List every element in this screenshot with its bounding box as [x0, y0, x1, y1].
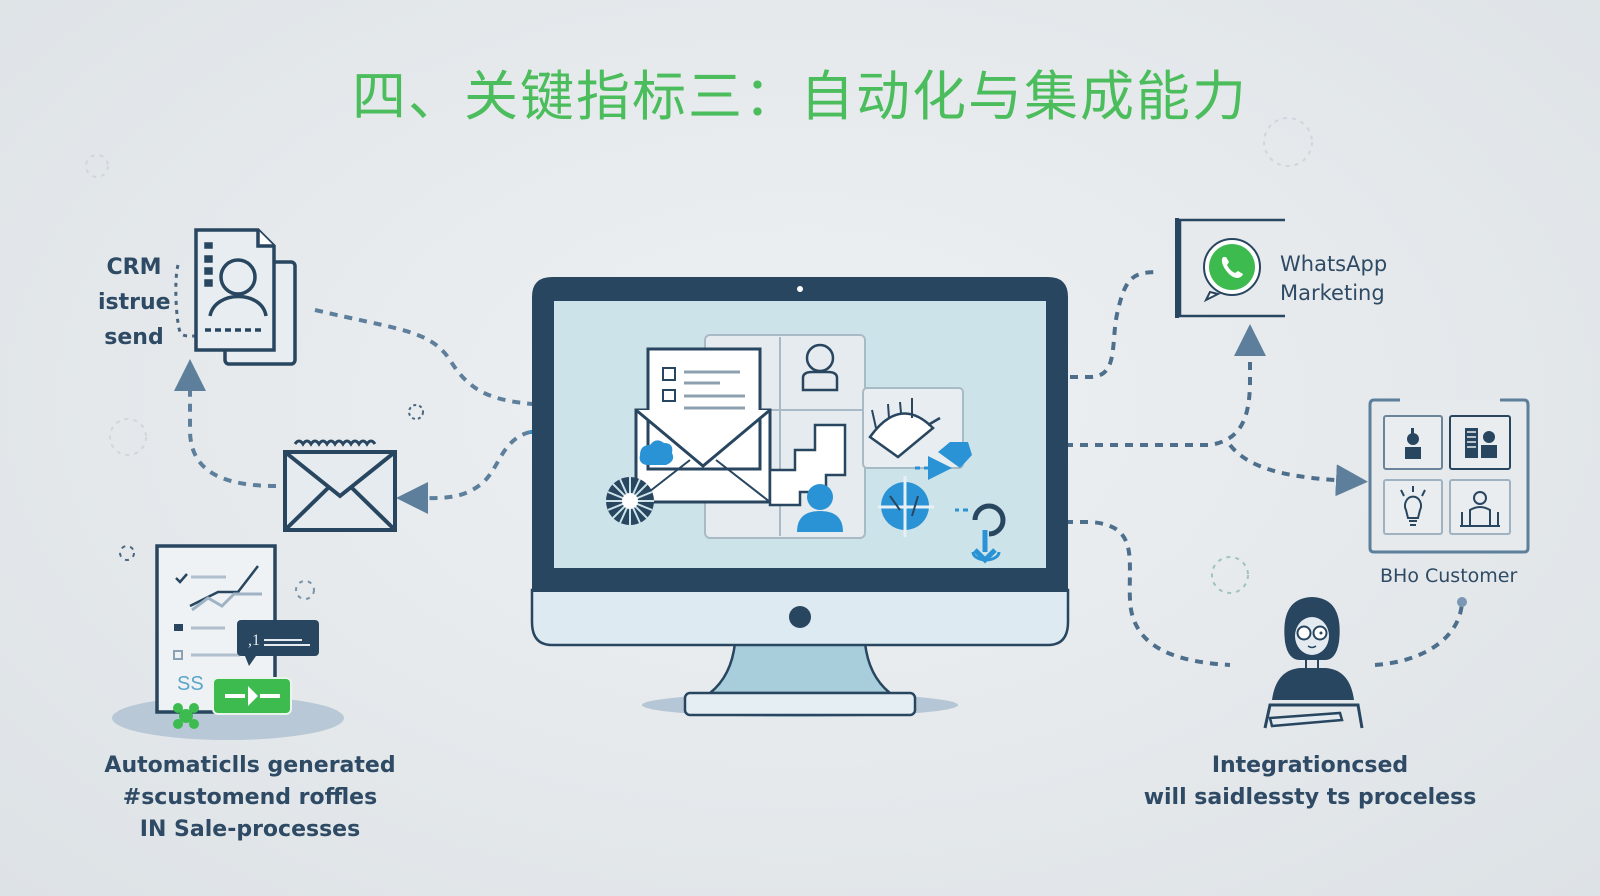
profiles-caption: Automaticlls generated #scustomend roffl…: [90, 750, 410, 846]
contact-document-icon: [194, 228, 297, 366]
profiles-caption-line: IN Sale-processes: [139, 817, 361, 842]
crosshair-globe-icon: [878, 476, 934, 537]
envelope-icon: [283, 439, 397, 532]
whatsapp-label-line: WhatsApp: [1280, 252, 1388, 276]
integration-caption: Integrationcsed will saidlessty ts proce…: [1120, 750, 1500, 814]
document-person-icon: [1465, 428, 1497, 458]
page-title: 四、关键指标三：自动化与集成能力: [352, 65, 1248, 128]
gear-icon: [606, 477, 654, 525]
profiles-caption-line: Automaticlls generated: [104, 753, 396, 778]
cloud-app-icon: [639, 440, 674, 465]
profiles-caption-line: #scustomend roffles: [122, 785, 378, 810]
whatsapp-icon: [1203, 238, 1261, 303]
gear-flower-icon: [173, 703, 199, 729]
open-envelope-document-icon: [634, 347, 772, 504]
crm-label: CRM istrue send: [98, 250, 171, 355]
connector-endpoint: [1457, 597, 1467, 607]
crm-label-line: istrue: [98, 290, 171, 315]
blue-user-icon: [797, 484, 843, 532]
whatsapp-card: [1175, 218, 1285, 318]
user-avatar-icon: [801, 343, 839, 392]
customer-panel: [1368, 398, 1530, 554]
tag-icon: [938, 442, 972, 468]
whatsapp-label: WhatsApp Marketing: [1280, 250, 1387, 308]
puzzle-connector-icon: [768, 423, 847, 507]
gauge-icon: [868, 398, 941, 459]
svg-text:SS: SS: [177, 673, 204, 695]
report-chart-document-icon: ,1 SS: [112, 544, 344, 740]
team-meeting-icon: [1460, 491, 1500, 527]
support-agent-icon: [1405, 428, 1421, 459]
integration-caption-line: Integrationcsed: [1211, 753, 1409, 778]
crm-label-line: CRM: [106, 255, 162, 280]
svg-text:,1: ,1: [248, 632, 260, 649]
decorative-dashed-circles: [85, 117, 1313, 600]
screen-content: [606, 334, 1006, 564]
person-with-glasses-icon: [1263, 597, 1364, 729]
integration-caption-line: will saidlessty ts proceless: [1143, 785, 1477, 810]
hook-icon: [971, 503, 1006, 564]
customer-label: BHo Customer: [1380, 565, 1518, 587]
whatsapp-label-line: Marketing: [1280, 281, 1385, 305]
lightbulb-idea-icon: [1400, 486, 1426, 526]
crm-label-line: send: [104, 325, 164, 350]
